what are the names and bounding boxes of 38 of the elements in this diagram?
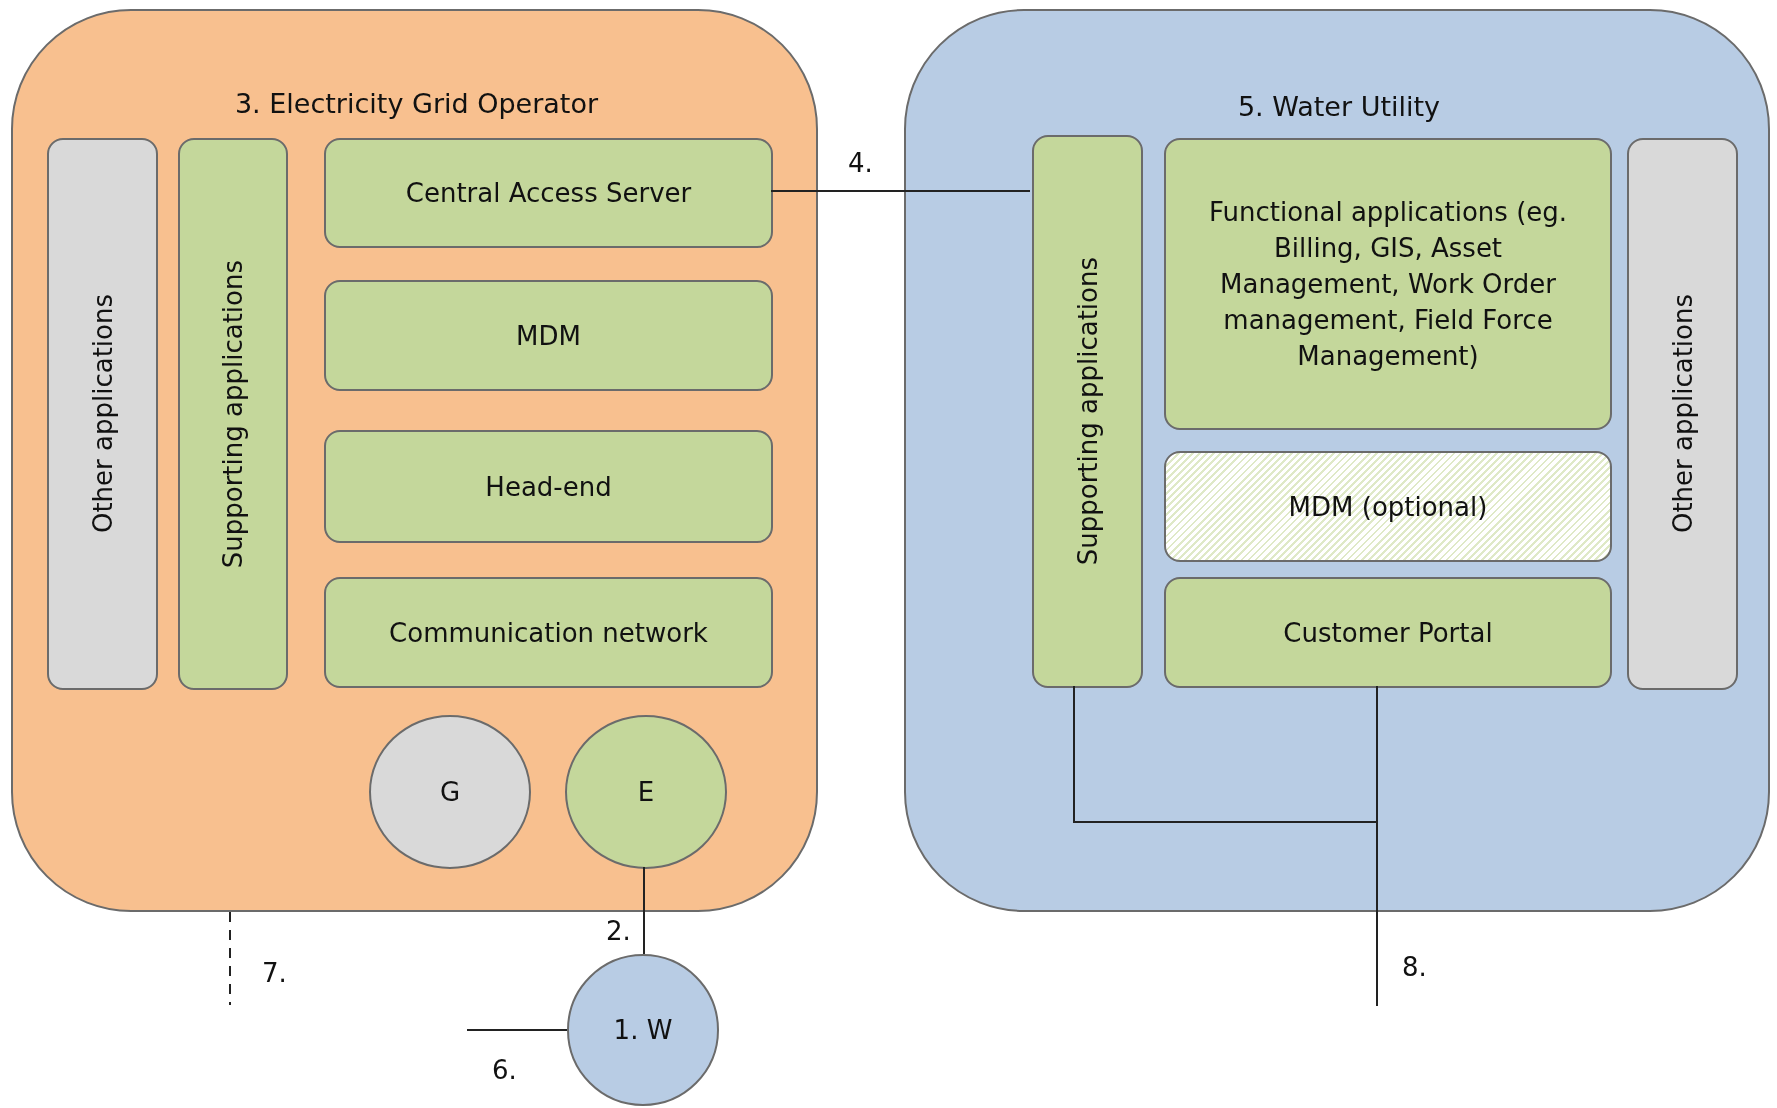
node-label: MDM (515, 319, 582, 353)
optional-application-box (1164, 451, 1612, 562)
application-box (1164, 577, 1612, 688)
node-label: E (636, 776, 656, 809)
organization-panel (904, 9, 1770, 912)
application-box (324, 577, 773, 688)
connector-line (643, 866, 645, 955)
edge-label: 6. (492, 1055, 517, 1085)
application-box (1164, 138, 1612, 430)
organization-panel (11, 9, 818, 912)
application-box (324, 280, 773, 391)
node-label: Head-end (484, 470, 613, 504)
node-label: Customer Portal (1282, 616, 1494, 650)
application-bar (47, 138, 158, 690)
node-label: Communication network (388, 616, 709, 650)
edge-label: 7. (262, 958, 287, 988)
application-bar (178, 138, 288, 690)
edge-label: 4. (848, 148, 873, 178)
connector-line (770, 190, 1031, 192)
node-label: Functional applications (eg. Billing, GIS, Asset Management, Work Order management, Field Force Management) (1207, 196, 1569, 373)
connector-line (229, 911, 231, 1006)
node-label: Other applications (87, 294, 118, 534)
application-bar (1032, 135, 1143, 688)
node-label: Central Access Server (404, 177, 693, 210)
node-label: Other applications (1667, 294, 1698, 534)
application-box (324, 430, 773, 543)
application-bar (1627, 138, 1738, 690)
connector-line (466, 1029, 568, 1031)
edge-label: 8. (1402, 952, 1427, 982)
node-label: MDM (optional) (1287, 490, 1489, 524)
edge-label: 2. (606, 916, 631, 946)
node-label: 1. W (612, 1014, 674, 1047)
node-label: Supporting applications (218, 259, 248, 569)
panel-title: 3. Electricity Grid Operator (234, 88, 599, 119)
panel-title: 5. Water Utility (1237, 91, 1441, 122)
node-label: Supporting applications (1072, 257, 1103, 566)
node-label: G (438, 776, 462, 809)
application-box (324, 138, 773, 248)
